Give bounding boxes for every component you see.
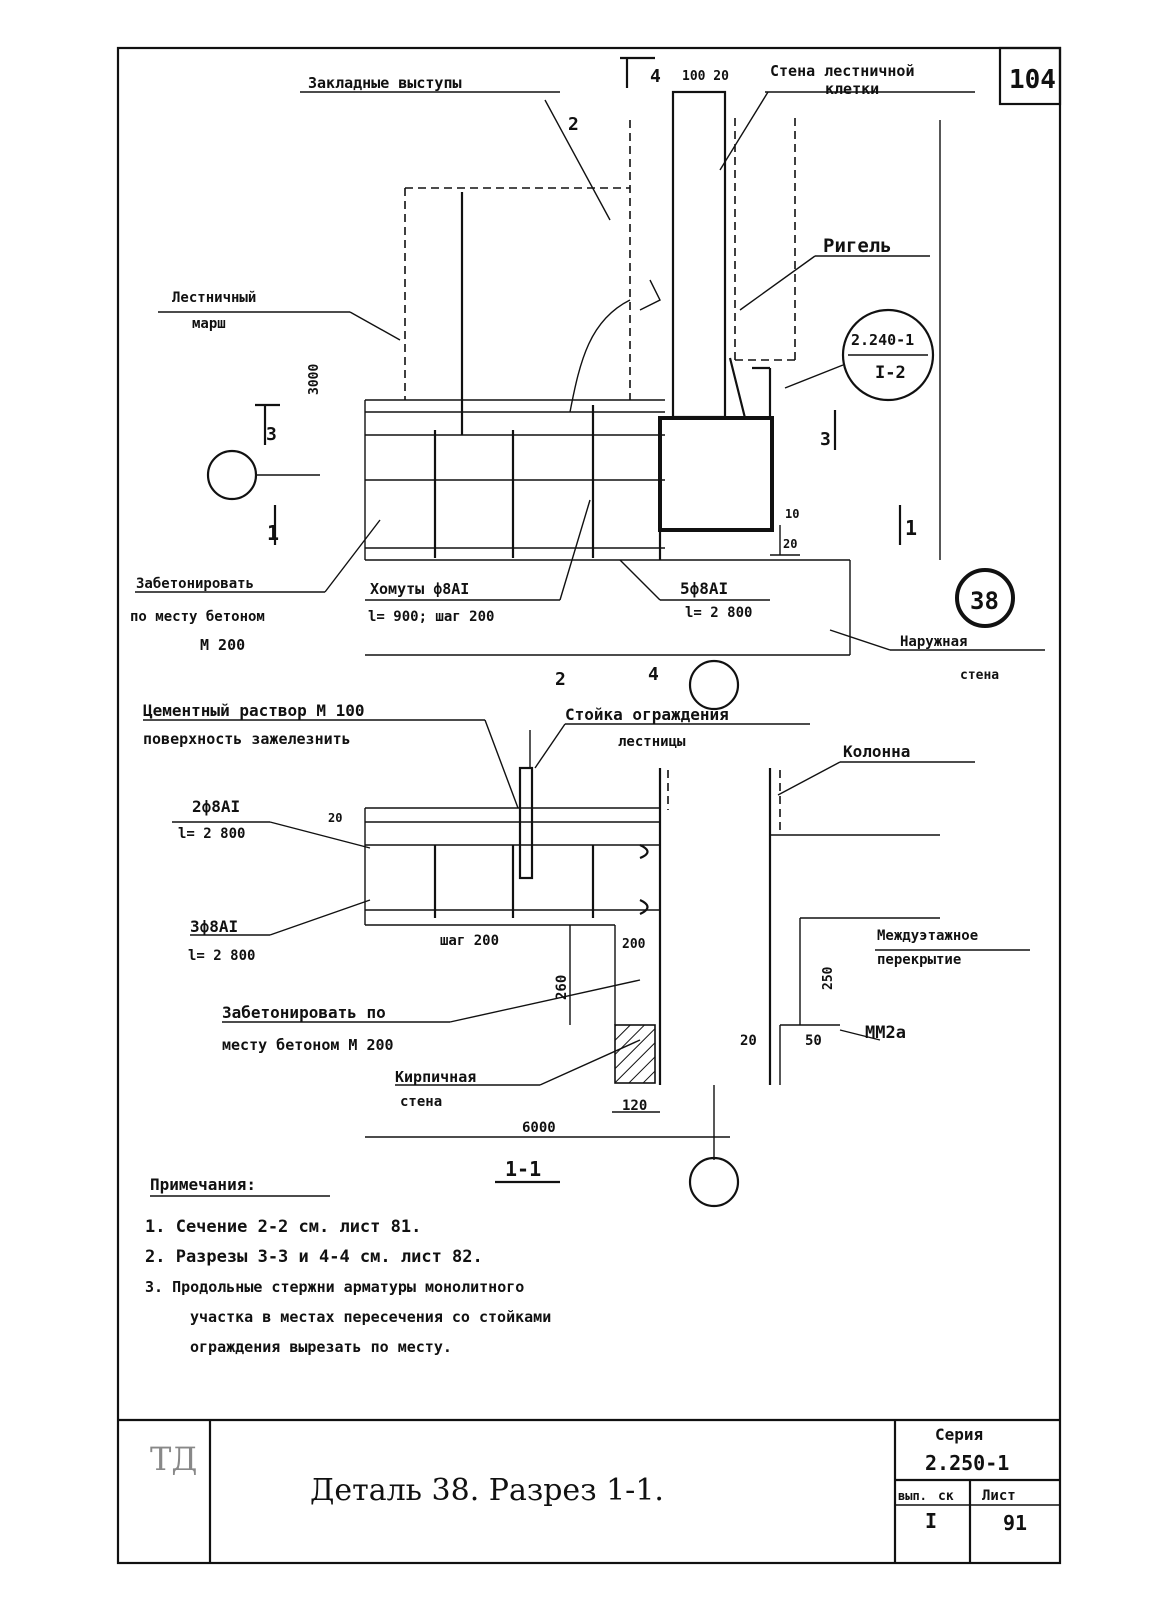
logo: ТД [150,1440,197,1478]
stair-flight-label-2: марш [192,316,226,332]
reference-bottom: I-2 [875,363,906,383]
brick-wall-label-2: стена [400,1094,442,1110]
bars-top-label-2: l= 2 800 [178,826,245,842]
concrete-note-3: М 200 [200,636,245,654]
stirrups-label-1: Хомуты ф8АI [370,580,469,598]
sheet-corner-number: 104 [1009,65,1056,95]
outer-wall-label: Наружная [900,634,967,650]
axis-bubble-section [688,1156,740,1208]
section-mark-3-left: 3 [266,424,277,445]
bars-label-2: l= 2 800 [685,605,752,621]
series-label: Серия [935,1425,983,1444]
note-3a: 3. Продольные стержни арматуры монолитно… [145,1278,524,1296]
embedded-parts-label: Закладные выступы [308,74,462,92]
stirrups-label-2: l= 900; шаг 200 [368,609,494,625]
note-3b: участка в местах пересечения со стойками [190,1308,551,1326]
concrete-section-label-2: месту бетоном М 200 [222,1036,394,1054]
concrete-note-2: по месту бетоном [130,609,265,625]
issue-label-2: ск [938,1489,954,1504]
note-2: 2. Разрезы 3-3 и 4-4 см. лист 82. [145,1247,483,1267]
outer-wall-label-2: стена [960,668,999,683]
section-title: 1-1 [505,1157,541,1181]
stair-flight-label: Лестничный [172,290,256,306]
dim-20-slab: 20 [328,811,342,825]
bars-bottom-label-1: 3ф8АI [190,917,238,936]
height-mark: 3000 [307,364,322,395]
section-mark-4-bottom: 4 [648,664,659,685]
detail-number-bubble [955,568,1015,628]
axis-bubble-left [206,449,258,501]
reference-top: 2.240-1 [851,331,914,349]
concrete-section-label-1: Забетонировать по [222,1003,386,1022]
bars-top-label-1: 2ф8АI [192,797,240,816]
dim-200-label: 200 [622,937,646,952]
floor-label-1: Междуэтажное [877,928,978,944]
note-1: 1. Сечение 2-2 см. лист 81. [145,1217,421,1237]
section-mark-2-top: 2 [568,114,579,135]
brick-wall-label-1: Кирпичная [395,1068,476,1086]
dim-10-label: 10 [785,507,799,521]
series-value: 2.250-1 [925,1451,1009,1475]
crossbar-label: Ригель [823,235,892,257]
concrete-note-1: Забетонировать [136,576,254,592]
section-1-1 [143,719,1030,1208]
dim-20-label: 20 [783,537,797,551]
dim-20-column: 20 [740,1033,757,1049]
title-block [118,1418,1060,1563]
section-mark-4-top: 4 [650,66,661,87]
dim-top-label: 100 20 [682,69,729,84]
note-3c: ограждения вырезать по месту. [190,1338,452,1356]
axis-bubble-top-section [688,659,740,711]
railing-label-2: лестницы [618,734,686,750]
notes-heading: Примечания: [150,1175,256,1194]
top-detail [135,56,1045,711]
issue-value: I [925,1509,937,1533]
sheet-value: 91 [1003,1511,1027,1535]
sheet-number-box [998,46,1062,106]
dim-260-label: 260 [554,975,570,1000]
sheet-frame [116,46,1062,1565]
section-mark-1-left: 1 [267,521,279,545]
bars-label-1: 5ф8АI [680,579,728,598]
floor-label-2: перекрытие [877,952,961,968]
dim-250-label: 250 [821,966,836,990]
dim-6000-label: 6000 [522,1120,556,1136]
step-label: шаг 200 [440,933,499,949]
stair-wall-label-2: клетки [825,80,879,98]
sheet-title: Деталь 38. Разрез 1-1. [310,1473,664,1508]
mortar-label-2: поверхность зажелезнить [143,730,351,748]
column-label: Колонна [843,742,910,761]
section-mark-1-right: 1 [905,516,917,540]
detail-number: 38 [970,587,999,615]
railing-label-1: Стойка ограждения [565,705,729,724]
mortar-label-1: Цементный раствор М 100 [143,701,365,720]
dim-120-label: 120 [622,1098,647,1114]
section-mark-2-bottom: 2 [555,669,566,690]
sheet-label: Лист [982,1488,1016,1504]
bars-bottom-label-2: l= 2 800 [188,948,255,964]
section-mark-3-right: 3 [820,429,831,450]
mm2a-label: ММ2а [865,1023,906,1043]
reference-bubble [841,308,935,402]
dim-50-label: 50 [805,1033,822,1049]
stair-wall-label: Стена лестничной [770,62,915,80]
issue-label: вып. [898,1489,927,1503]
